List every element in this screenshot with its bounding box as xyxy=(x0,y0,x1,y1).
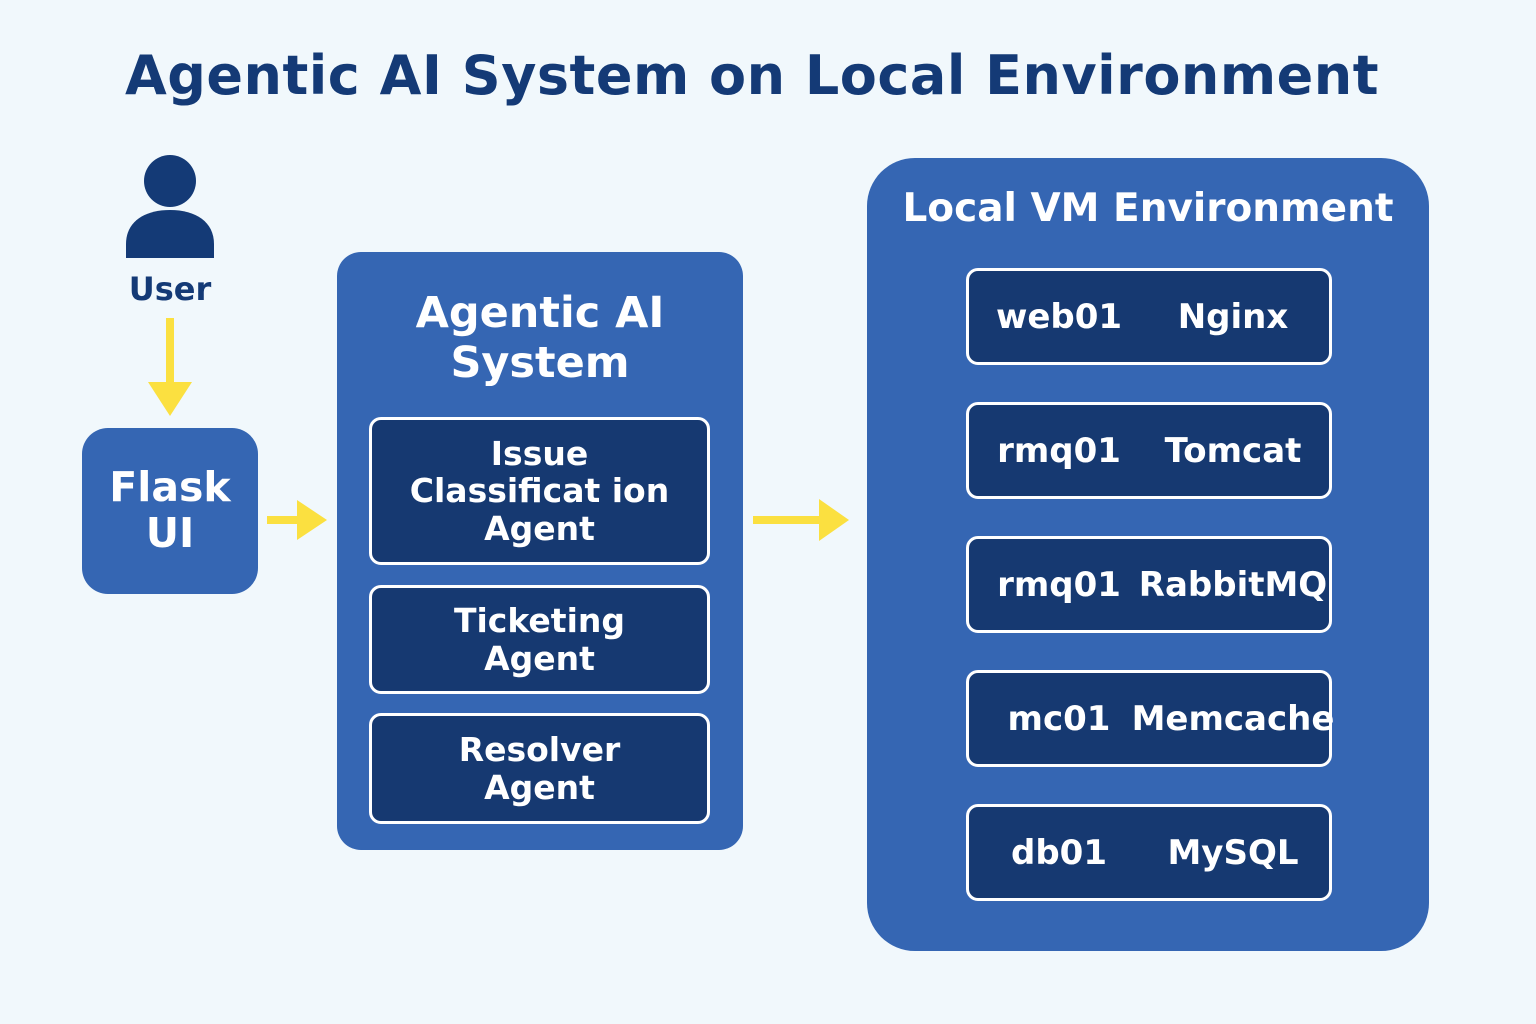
vm-item: web01 Nginx xyxy=(966,268,1332,365)
vm-item: mc01 Memcache xyxy=(966,670,1335,767)
arrow-down-icon xyxy=(148,318,192,416)
diagram-title: Agentic AI System on Local Environment xyxy=(124,44,1380,107)
agent-label: Ticketing Agent xyxy=(453,601,626,678)
vm-host: rmq01 xyxy=(997,564,1121,605)
flask-ui-label: Flask UI xyxy=(109,463,231,557)
vm-service: Memcache xyxy=(1131,698,1335,739)
agentic-ai-system-panel: Agentic AI System Issue Classificat ion … xyxy=(337,252,743,850)
local-vm-environment-panel: Local VM Environment web01 Nginx rmq01 T… xyxy=(867,158,1429,951)
vm-host: mc01 xyxy=(1007,698,1111,739)
resolver-agent-box: Resolver Agent xyxy=(369,713,710,824)
vm-item: db01 MySQL xyxy=(966,804,1332,901)
user-label: User xyxy=(128,270,212,308)
vm-host: rmq01 xyxy=(997,430,1121,471)
local-vm-environment-title: Local VM Environment xyxy=(902,186,1394,231)
vm-service: Nginx xyxy=(1177,296,1289,337)
vm-item: rmq01 Tomcat xyxy=(966,402,1332,499)
vm-item: rmq01 RabbitMQ xyxy=(966,536,1332,633)
agent-label: Resolver Agent xyxy=(458,730,621,807)
issue-classification-agent-box: Issue Classificat ion Agent xyxy=(369,417,710,565)
agentic-ai-system-title: Agentic AI System xyxy=(415,288,665,389)
flask-ui-box: Flask UI xyxy=(82,428,258,594)
vm-service: RabbitMQ xyxy=(1138,564,1328,605)
vm-service: Tomcat xyxy=(1164,430,1302,471)
person-icon xyxy=(126,155,214,258)
arrow-right-icon xyxy=(753,499,849,541)
ticketing-agent-box: Ticketing Agent xyxy=(369,585,710,694)
arrow-right-icon xyxy=(267,500,327,540)
vm-host: db01 xyxy=(1011,832,1107,873)
vm-service: MySQL xyxy=(1167,832,1299,873)
vm-host: web01 xyxy=(995,296,1123,337)
agent-label: Issue Classificat ion Agent xyxy=(409,434,670,548)
